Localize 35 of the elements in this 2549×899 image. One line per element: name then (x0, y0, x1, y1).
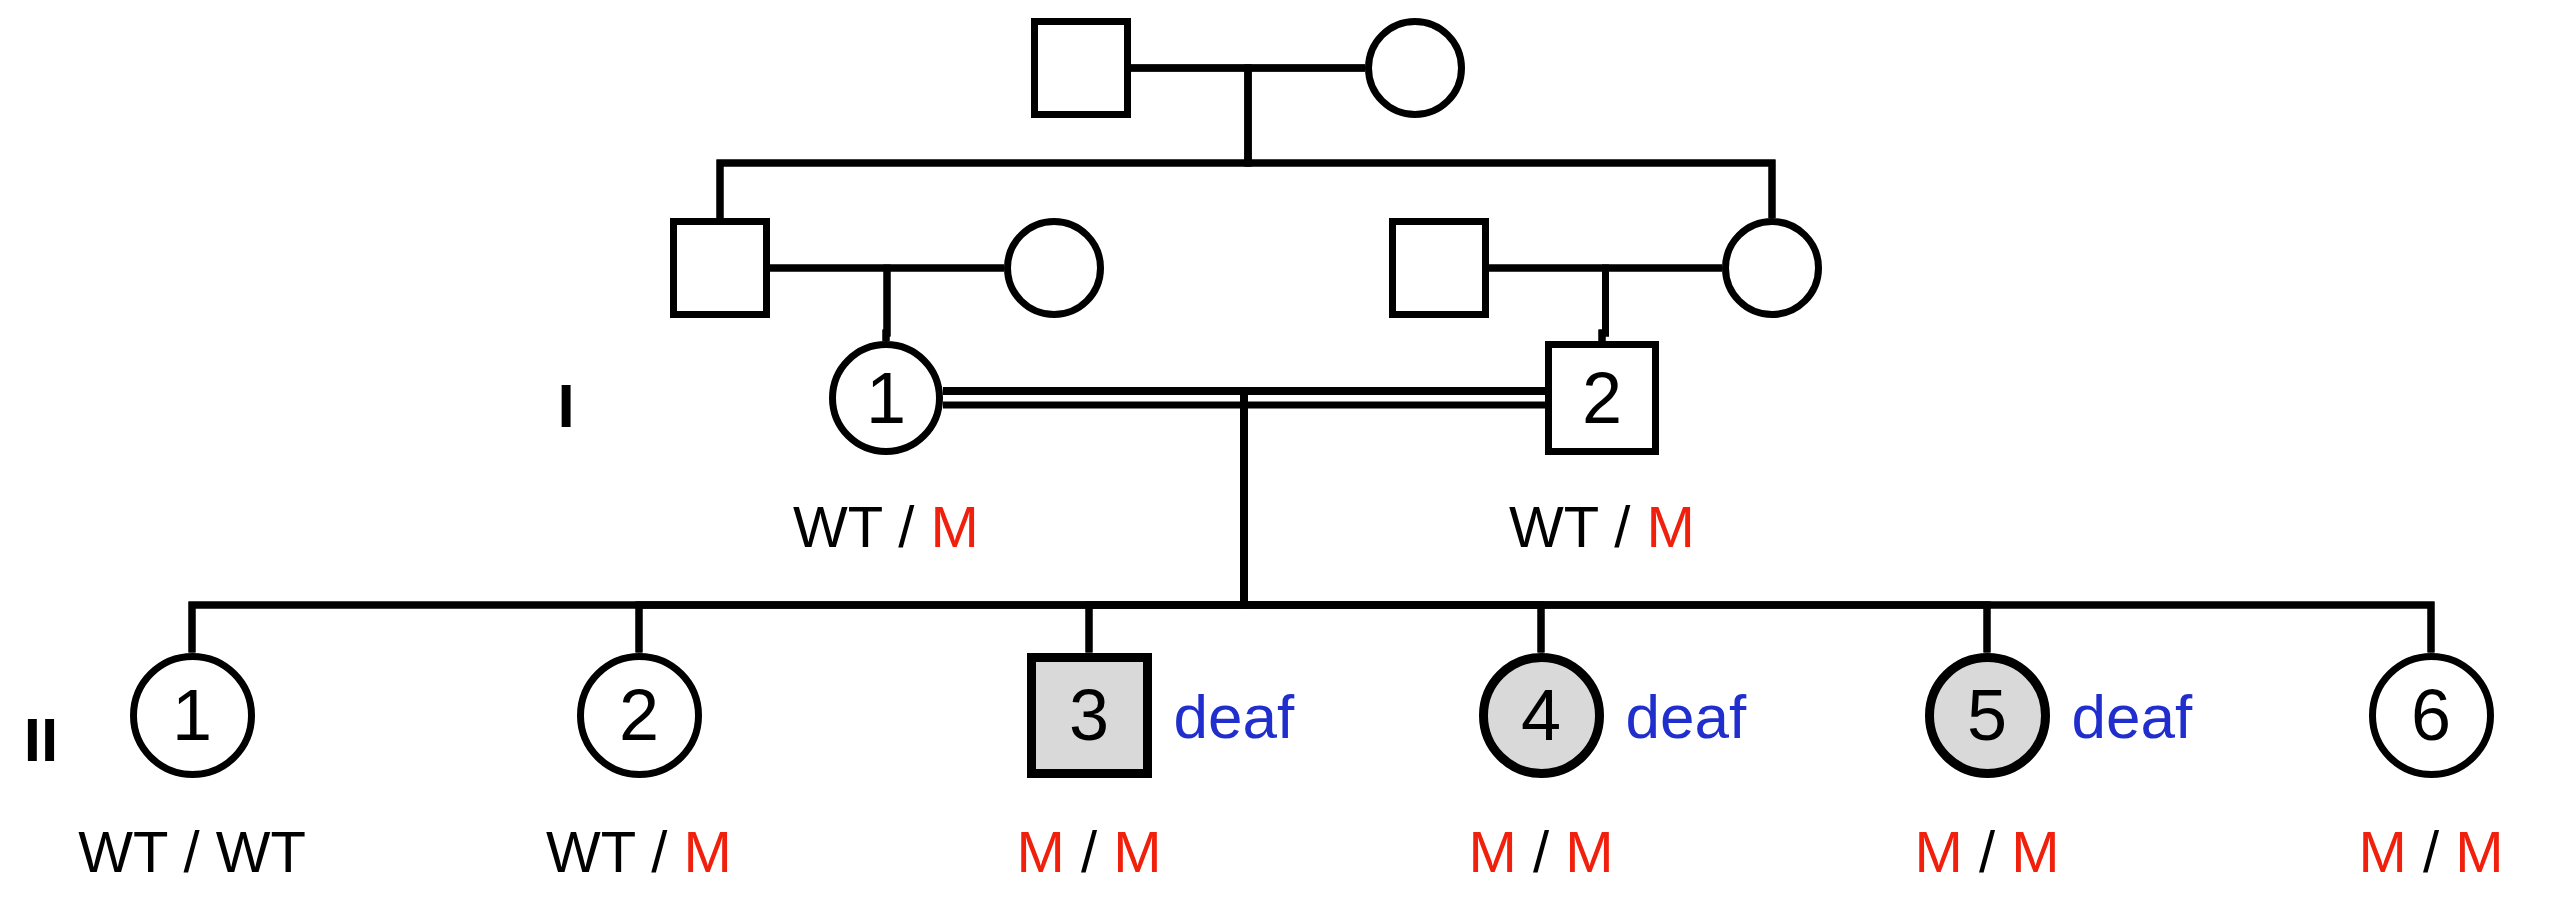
genotype-label: WT / M (793, 498, 979, 556)
individual-number: 6 (2411, 679, 2451, 751)
genotype-label: M / M (1914, 822, 2060, 881)
individual-number: 1 (866, 362, 906, 434)
genotype-label: M / M (1016, 822, 1162, 881)
male-square (670, 218, 770, 318)
female-circle (1924, 652, 2050, 778)
female-circle (1004, 218, 1104, 318)
male-square (1389, 218, 1489, 318)
female-circle (2368, 652, 2494, 778)
generation-label: II (23, 709, 59, 771)
phenotype-label: deaf (2071, 686, 2193, 748)
individual-number: 3 (1069, 679, 1109, 751)
male-square (1545, 341, 1659, 455)
phenotype-label: deaf (1625, 686, 1747, 748)
female-circle (576, 652, 702, 778)
genotype-label: WT / WT (78, 822, 306, 881)
male-square (1026, 652, 1152, 778)
individual-number: 4 (1521, 679, 1561, 751)
phenotype-label: deaf (1173, 686, 1295, 748)
genotype-label: M / M (2358, 822, 2504, 881)
generation-label: I (557, 375, 575, 437)
individual-number: 2 (1582, 362, 1622, 434)
genotype-label: M / M (1468, 822, 1614, 881)
individual-number: 2 (619, 679, 659, 751)
individual-number: 5 (1967, 679, 2007, 751)
female-circle (829, 341, 943, 455)
male-square (1031, 18, 1131, 118)
female-circle (1722, 218, 1822, 318)
genotype-label: WT / M (546, 822, 732, 881)
genotype-label: WT / M (1509, 498, 1695, 556)
female-circle (1478, 652, 1604, 778)
female-circle (1365, 18, 1465, 118)
female-circle (129, 652, 255, 778)
individual-number: 1 (172, 679, 212, 751)
